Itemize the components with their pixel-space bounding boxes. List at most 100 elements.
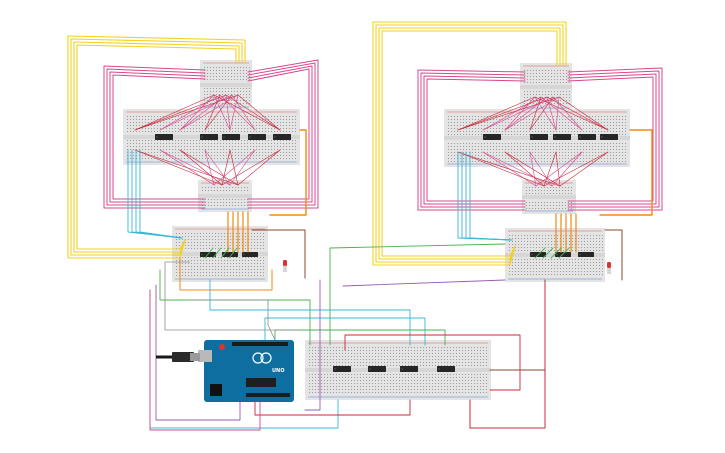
ic-chip-icon[interactable] — [333, 366, 351, 372]
wire-fan-right[interactable] — [529, 96, 542, 131]
wire-magenta-right-outer[interactable] — [567, 67, 663, 211]
ic-chip-icon[interactable] — [400, 366, 418, 372]
wire-fan-right[interactable] — [555, 96, 560, 131]
wire-green[interactable] — [329, 243, 506, 346]
wire-fan-left[interactable] — [229, 149, 239, 186]
wire-green[interactable] — [204, 247, 214, 259]
wire-magenta-right-outer[interactable] — [417, 69, 526, 211]
wire-magenta-left-outer[interactable] — [247, 62, 316, 206]
arduino-uno-icon[interactable]: UNO — [198, 340, 294, 402]
wire-yellow-left[interactable] — [76, 44, 237, 250]
wire-fan-left[interactable] — [134, 94, 239, 131]
wire-brown[interactable] — [251, 229, 306, 279]
wire-gray[interactable] — [189, 299, 276, 341]
wire-orange-left[interactable] — [179, 257, 273, 291]
wire-fan-right[interactable] — [529, 151, 553, 187]
wire-cyan-right[interactable] — [469, 151, 513, 241]
wire-fan-right[interactable] — [534, 96, 557, 131]
wire-yellow-left[interactable] — [67, 35, 246, 259]
wire-yellow-right[interactable] — [375, 24, 564, 263]
wire-fan-right[interactable] — [555, 151, 561, 187]
wire-magenta-right-outer[interactable] — [423, 75, 526, 205]
wire-fan-right[interactable] — [529, 96, 554, 131]
wire-yellow-right[interactable] — [372, 21, 567, 266]
wire-red[interactable] — [344, 334, 521, 391]
ic-chip-icon[interactable] — [437, 366, 455, 372]
wire-fan-left[interactable] — [204, 94, 221, 131]
ic-chip-icon[interactable] — [248, 134, 266, 140]
wire-magenta-left-outer[interactable] — [103, 65, 206, 209]
ic-chip-icon[interactable] — [578, 134, 596, 140]
wire-magenta-right-outer[interactable] — [567, 73, 657, 205]
wire-fan-right[interactable] — [482, 151, 553, 187]
wire-fan-right[interactable] — [543, 151, 557, 187]
wire-green[interactable] — [542, 247, 554, 259]
wire-fan-right[interactable] — [543, 151, 609, 187]
wire-fan-left[interactable] — [134, 149, 239, 186]
wire-yellow-left[interactable] — [70, 38, 243, 256]
wire-yellow-right[interactable] — [378, 27, 561, 260]
wire-fan-right[interactable] — [551, 151, 583, 187]
wire-magenta-right-outer[interactable] — [567, 70, 660, 208]
wire-fan-right[interactable] — [504, 96, 560, 131]
wire-purple-arduino[interactable] — [155, 284, 241, 421]
wire-fan-right[interactable] — [546, 96, 609, 131]
wire-fan-right[interactable] — [559, 151, 609, 187]
wire-magenta-left-outer[interactable] — [247, 59, 319, 209]
wire-magenta-right-outer[interactable] — [426, 78, 526, 202]
ic-chip-icon[interactable] — [368, 366, 386, 372]
wire-magenta-left-outer[interactable] — [106, 68, 206, 206]
wire-fan-left[interactable] — [179, 94, 239, 131]
ic-chip-icon[interactable] — [553, 134, 571, 140]
wire-cyan-bottom[interactable] — [264, 317, 426, 346]
wire-magenta-left-outer[interactable] — [112, 74, 206, 200]
wire-orange-left[interactable] — [269, 129, 307, 216]
wire-fan-left[interactable] — [225, 94, 231, 131]
wire-fan-right[interactable] — [552, 96, 583, 131]
wire-fan-left[interactable] — [221, 149, 281, 186]
wire-fan-left[interactable] — [225, 94, 281, 131]
wire-fan-left[interactable] — [229, 149, 256, 186]
ic-chip-icon[interactable] — [530, 134, 548, 140]
wire-green[interactable] — [212, 247, 222, 259]
ic-chip-icon[interactable] — [273, 134, 291, 140]
wire-fan-left[interactable] — [179, 94, 215, 131]
wire-yellow-left[interactable] — [73, 41, 240, 253]
wire-magenta-right-outer[interactable] — [567, 76, 654, 202]
wire-fan-right[interactable] — [546, 96, 557, 131]
wire-fan-left[interactable] — [134, 149, 223, 186]
wire-fan-right[interactable] — [457, 96, 560, 131]
wire-fan-left[interactable] — [134, 94, 215, 131]
wire-red[interactable] — [469, 281, 546, 429]
wire-yellow-right[interactable] — [381, 30, 558, 257]
wire-fan-right[interactable] — [504, 96, 536, 131]
wire-magenta-right-outer[interactable] — [420, 72, 526, 208]
ic-chip-icon[interactable] — [242, 252, 258, 257]
wire-orange-right[interactable] — [599, 129, 653, 216]
wire-fan-left[interactable] — [229, 94, 239, 131]
ic-chip-icon[interactable] — [222, 134, 240, 140]
wire-fan-left[interactable] — [231, 94, 256, 131]
wire-purple-arduino[interactable] — [342, 279, 506, 287]
wire-green[interactable] — [274, 329, 446, 346]
wire-fan-right[interactable] — [534, 96, 609, 131]
led-icon[interactable] — [283, 260, 287, 272]
wire-fan-right[interactable] — [457, 96, 536, 131]
wire-fan-left[interactable] — [237, 149, 281, 186]
wire-fan-left[interactable] — [134, 94, 227, 131]
ic-chip-icon[interactable] — [155, 134, 173, 140]
wire-fan-left[interactable] — [159, 149, 231, 186]
wire-fan-left[interactable] — [179, 149, 223, 186]
wire-fan-left[interactable] — [213, 94, 281, 131]
wire-fan-right[interactable] — [540, 96, 583, 131]
wire-fan-left[interactable] — [219, 94, 256, 131]
wire-fan-left[interactable] — [179, 149, 239, 186]
wire-fan-right[interactable] — [558, 96, 609, 131]
wire-fan-right[interactable] — [457, 96, 548, 131]
wire-magenta-left-outer[interactable] — [109, 71, 206, 203]
wire-green[interactable] — [228, 247, 238, 259]
wire-gray[interactable] — [164, 261, 301, 331]
wire-fan-right[interactable] — [457, 151, 561, 187]
wire-purple-arduino[interactable] — [304, 279, 321, 411]
ic-chip-icon[interactable] — [600, 134, 618, 140]
